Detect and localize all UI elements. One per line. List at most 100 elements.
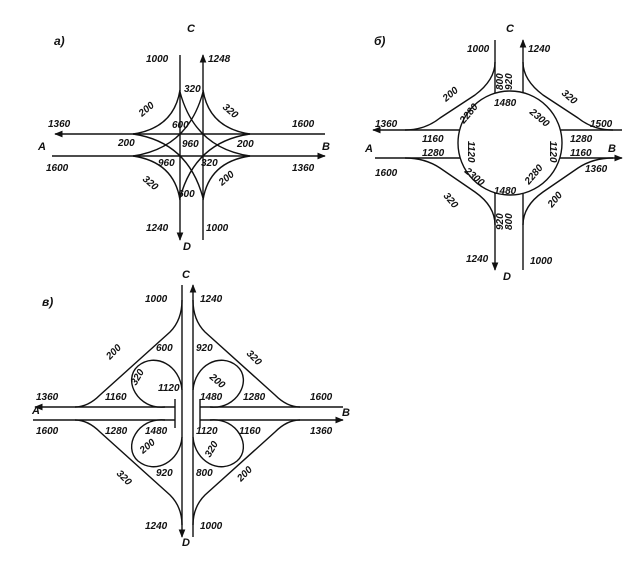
ramp-c-bottom-right [192,419,301,526]
flow-volume-label: 1160 [570,148,592,159]
diagram-title: в) [42,295,53,309]
node-label-b: B [608,143,616,155]
flow-volume-label: 2300 [526,106,551,130]
flow-volume-label: 1240 [145,521,168,532]
node-label-a: A [37,141,46,153]
flow-volume-label: 320 [140,174,160,193]
flow-volume-label: 1120 [547,141,558,163]
flow-volume-label: 320 [184,84,201,95]
flow-volume-label: 1360 [375,119,398,130]
left-turn-a-3 [132,91,204,157]
flow-volume-label: 1000 [145,294,168,305]
flow-volume-label: 1360 [292,163,315,174]
flow-volume-label: 800 [495,73,506,90]
flow-volume-label: 2280 [457,101,481,126]
flow-volume-label: 1240 [146,223,169,234]
flow-volume-label: 1480 [200,392,223,403]
turn-a-bottom-left [132,155,181,201]
flow-volume-label: 200 [136,100,157,120]
flow-volume-label: 200 [104,342,125,363]
node-label-c: C [182,269,191,281]
flow-volume-label: 1600 [310,392,333,403]
flow-volume-label: 600 [172,120,189,131]
flow-volume-label: 200 [235,464,256,485]
diagram-title: а) [54,34,65,48]
flow-volume-label: 800 [196,468,213,479]
left-turn-a-4 [179,91,251,157]
flow-volume-label: 1160 [422,134,444,145]
flow-volume-label: 200 [440,85,461,105]
flow-volume-label: 1280 [105,426,128,437]
node-label-b: B [342,407,350,419]
ramp-c-bottom-left [74,419,183,526]
flow-volume-label: 320 [441,191,460,211]
left-turn-a-1 [132,133,204,199]
flow-volume-label: 960 [182,139,199,150]
turn-a-top-right [202,89,251,135]
flow-volume-label: 1120 [158,383,180,394]
flow-volume-label: 1240 [200,294,223,305]
flow-volume-label: 320 [201,158,218,169]
diagram-c-cloverleaf: в) A B C D 1000 1240 200 600 920 320 320 1120 200 1360… [31,269,350,549]
node-label-d: D [183,241,191,253]
flow-volume-label: 1248 [208,54,231,65]
flow-volume-label: 200 [137,437,158,457]
node-label-b: B [322,141,330,153]
flow-volume-label: 320 [220,102,240,121]
flow-volume-label: 1360 [36,392,59,403]
node-label-d: D [182,537,190,549]
flow-volume-label: 200 [216,169,237,189]
flow-volume-label: 920 [495,213,506,230]
flow-volume-label: 320 [129,367,147,387]
ramp-c-top-left [74,299,183,408]
flow-volume-label: 200 [236,139,254,150]
flow-volume-label: 1280 [243,392,266,403]
flow-volume-label: 1360 [310,426,333,437]
flow-volume-label: 320 [559,88,579,107]
flow-volume-label: 1480 [494,98,517,109]
flow-volume-label: 1280 [570,134,593,145]
flow-volume-label: 600 [156,343,173,354]
node-label-c: C [506,23,515,35]
flow-volume-label: 200 [545,190,565,211]
flow-volume-label: 920 [504,73,515,90]
flow-volume-label: 960 [158,158,175,169]
flow-volume-label: 1000 [200,521,223,532]
flow-volume-label: 320 [244,348,264,368]
flow-volume-label: 1500 [590,119,613,130]
flow-volume-label: 1000 [206,223,229,234]
flow-volume-label: 1240 [466,254,489,265]
flow-volume-label: 600 [178,189,195,200]
flow-volume-label: 1000 [530,256,553,267]
flow-volume-label: 1000 [146,54,169,65]
flow-volume-label: 1600 [36,426,59,437]
node-label-a: A [364,143,373,155]
flow-volume-label: 1480 [494,186,517,197]
flow-volume-label: 1280 [422,148,445,159]
flow-volume-label: 1480 [145,426,168,437]
flow-volume-label: 1000 [467,44,490,55]
flow-volume-label: 1360 [48,119,71,130]
turn-a-top-left [132,89,181,135]
flow-volume-label: 800 [504,213,515,230]
flow-volume-label: 1360 [585,164,608,175]
ramp-c-top-right [192,299,301,408]
flow-volume-label: 1600 [46,163,69,174]
roundabout-ring [457,90,563,196]
connector-b [405,62,613,225]
flow-volume-label: 1160 [105,392,127,403]
loop-c-top-right [192,359,245,408]
flow-volume-label: 1120 [196,426,218,437]
flow-volume-label: 200 [206,371,227,391]
overpass-edges [174,399,201,428]
flow-volume-label: 920 [196,343,213,354]
flow-volume-label: 1600 [292,119,315,130]
flow-volume-label: 1160 [239,426,261,437]
loop-c-bottom-right [192,419,245,468]
node-label-a: A [31,405,40,417]
flow-volume-label: 200 [117,138,135,149]
flow-volume-label: 1240 [528,44,551,55]
turn-a-bottom-right [202,155,251,201]
